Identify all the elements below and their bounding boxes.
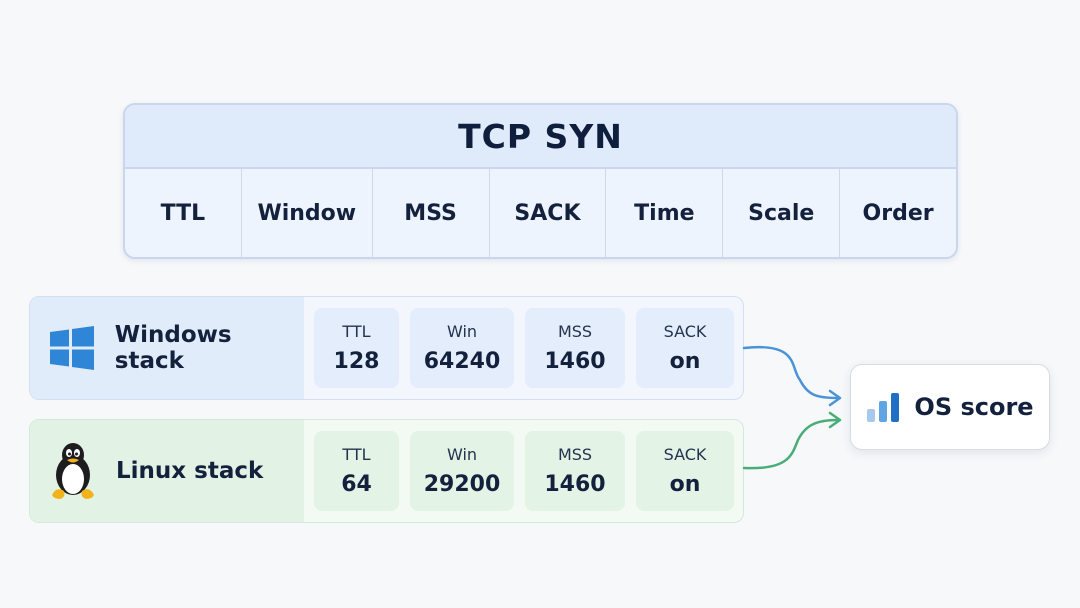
cell-key: Win xyxy=(446,445,478,464)
cell-value: 128 xyxy=(333,349,380,374)
linux-stack-row: Linux stack TTL 64 Win 29200 MSS 1460 SA… xyxy=(29,419,744,523)
cell-key: TTL xyxy=(342,322,371,341)
bar-chart-icon xyxy=(866,392,902,422)
cell-value: on xyxy=(669,349,701,374)
linux-ttl-cell: TTL 64 xyxy=(314,431,399,511)
cell-value: on xyxy=(669,472,701,497)
windows-stack-values: TTL 128 Win 64240 MSS 1460 SACK on xyxy=(304,297,743,399)
tcp-syn-header: TCP SYN TTL Window MSS SACK Time Scale O… xyxy=(123,103,958,259)
linux-sack-cell: SACK on xyxy=(636,431,734,511)
cell-value: 64240 xyxy=(423,349,501,374)
windows-stack-label-panel: Windows stack xyxy=(30,297,304,399)
linux-stack-label: Linux stack xyxy=(116,458,264,484)
windows-ttl-cell: TTL 128 xyxy=(314,308,399,388)
os-score-label: OS score xyxy=(914,393,1034,421)
cell-key: SACK xyxy=(663,322,707,341)
cell-key: MSS xyxy=(557,322,593,341)
cell-key: MSS xyxy=(557,445,593,464)
cell-value: 29200 xyxy=(423,472,501,497)
linux-win-cell: Win 29200 xyxy=(410,431,514,511)
syn-field-order: Order xyxy=(862,200,934,226)
windows-to-score-arrow xyxy=(742,345,840,400)
syn-field-sack: SACK xyxy=(490,169,607,257)
linux-stack-values: TTL 64 Win 29200 MSS 1460 SACK on xyxy=(304,420,743,522)
linux-mss-cell: MSS 1460 xyxy=(525,431,625,511)
linux-penguin-icon xyxy=(48,443,98,499)
syn-field-ttl: TTL xyxy=(125,169,242,257)
windows-win-cell: Win 64240 xyxy=(410,308,514,388)
windows-sack-cell: SACK on xyxy=(636,308,734,388)
cell-key: TTL xyxy=(342,445,371,464)
linux-to-score-arrow xyxy=(742,418,840,470)
os-score-box: OS score xyxy=(850,364,1050,450)
cell-value: 1460 xyxy=(544,472,606,497)
windows-logo-icon xyxy=(48,321,97,375)
windows-stack-label: Windows stack xyxy=(114,322,232,374)
cell-value: 64 xyxy=(341,472,372,497)
syn-field-mss: MSS xyxy=(373,169,490,257)
syn-field-window: Window xyxy=(242,169,373,257)
cell-value: 1460 xyxy=(544,349,606,374)
tcp-syn-title: TCP SYN xyxy=(125,105,956,169)
syn-field-time: Time xyxy=(606,169,724,257)
syn-field-scale: Scale xyxy=(723,169,841,257)
windows-mss-cell: MSS 1460 xyxy=(525,308,625,388)
cell-key: SACK xyxy=(663,445,707,464)
tcp-syn-fields: TTL Window MSS SACK Time Scale Order xyxy=(125,169,956,257)
windows-stack-row: Windows stack TTL 128 Win 64240 MSS 1460… xyxy=(29,296,744,400)
linux-stack-label-panel: Linux stack xyxy=(30,420,304,522)
cell-key: Win xyxy=(446,322,478,341)
